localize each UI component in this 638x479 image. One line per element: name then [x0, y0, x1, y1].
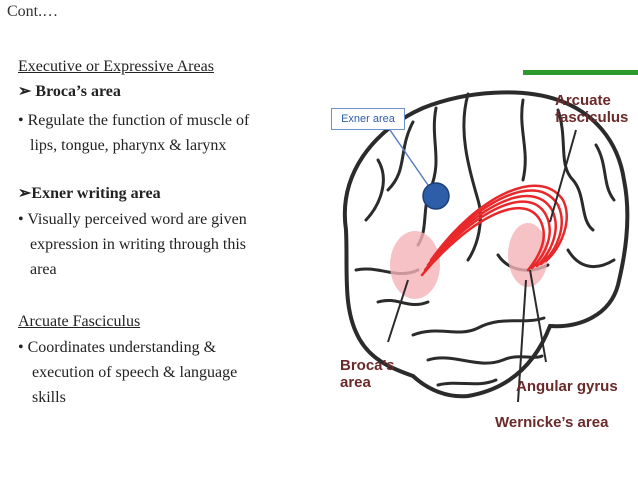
exner-desc-line1: • Visually perceived word are given	[18, 211, 247, 228]
arrow-bullet-icon: ➢	[18, 83, 32, 100]
arcuate-pointer-line	[549, 129, 577, 223]
brain-diagram	[342, 70, 638, 403]
arcuate-desc-line3: skills	[32, 389, 66, 406]
broca-figure-label: Broca’s area	[340, 357, 394, 391]
arcuate-desc-line2: execution of speech & language	[32, 364, 238, 381]
brain-outline	[342, 90, 630, 399]
exner-desc-line3: area	[30, 261, 57, 278]
section-title-executive: Executive or Expressive Areas	[18, 58, 214, 75]
exner-heading-text: Exner writing area	[31, 185, 161, 202]
broca-label-line1: Broca’s	[340, 357, 395, 374]
angular-gyrus-label: Angular gyrus	[516, 378, 618, 395]
exner-area-label: Exner area	[331, 108, 405, 130]
broca-desc-line1: • Regulate the function of muscle of	[18, 112, 250, 129]
angular-pointer-line	[529, 269, 547, 363]
arcuate-label-line1: Arcuate	[555, 92, 611, 109]
broca-pointer-line	[387, 279, 409, 343]
broca-label-line2: area	[340, 374, 371, 391]
green-bar	[523, 70, 638, 75]
wernicke-area-label: Wernicke’s area	[495, 414, 609, 431]
wernicke-highlight	[508, 223, 548, 287]
exner-desc-line2: expression in writing through this	[30, 236, 246, 253]
exner-heading: ➢Exner writing area	[18, 184, 161, 204]
slide-continuation-label: Cont.…	[7, 3, 59, 20]
wernicke-pointer-line	[517, 279, 527, 403]
arcuate-label-line2: fasciculus	[555, 109, 629, 126]
section-title-arcuate: Arcuate Fasciculus	[18, 313, 141, 330]
exner-dot	[422, 182, 450, 210]
broca-highlight	[390, 231, 440, 299]
arcuate-desc-line1: • Coordinates understanding &	[18, 339, 217, 356]
arrow-bullet-icon: ➢	[18, 185, 32, 202]
arcuate-fasciculus-tract	[420, 184, 568, 277]
broca-heading: ➢ Broca’s area	[18, 82, 121, 102]
broca-desc-line2: lips, tongue, pharynx & larynx	[30, 137, 227, 154]
exner-pointer-line	[389, 129, 431, 189]
arcuate-label: Arcuate fasciculus	[555, 92, 628, 126]
broca-heading-text: Broca’s area	[35, 83, 121, 100]
